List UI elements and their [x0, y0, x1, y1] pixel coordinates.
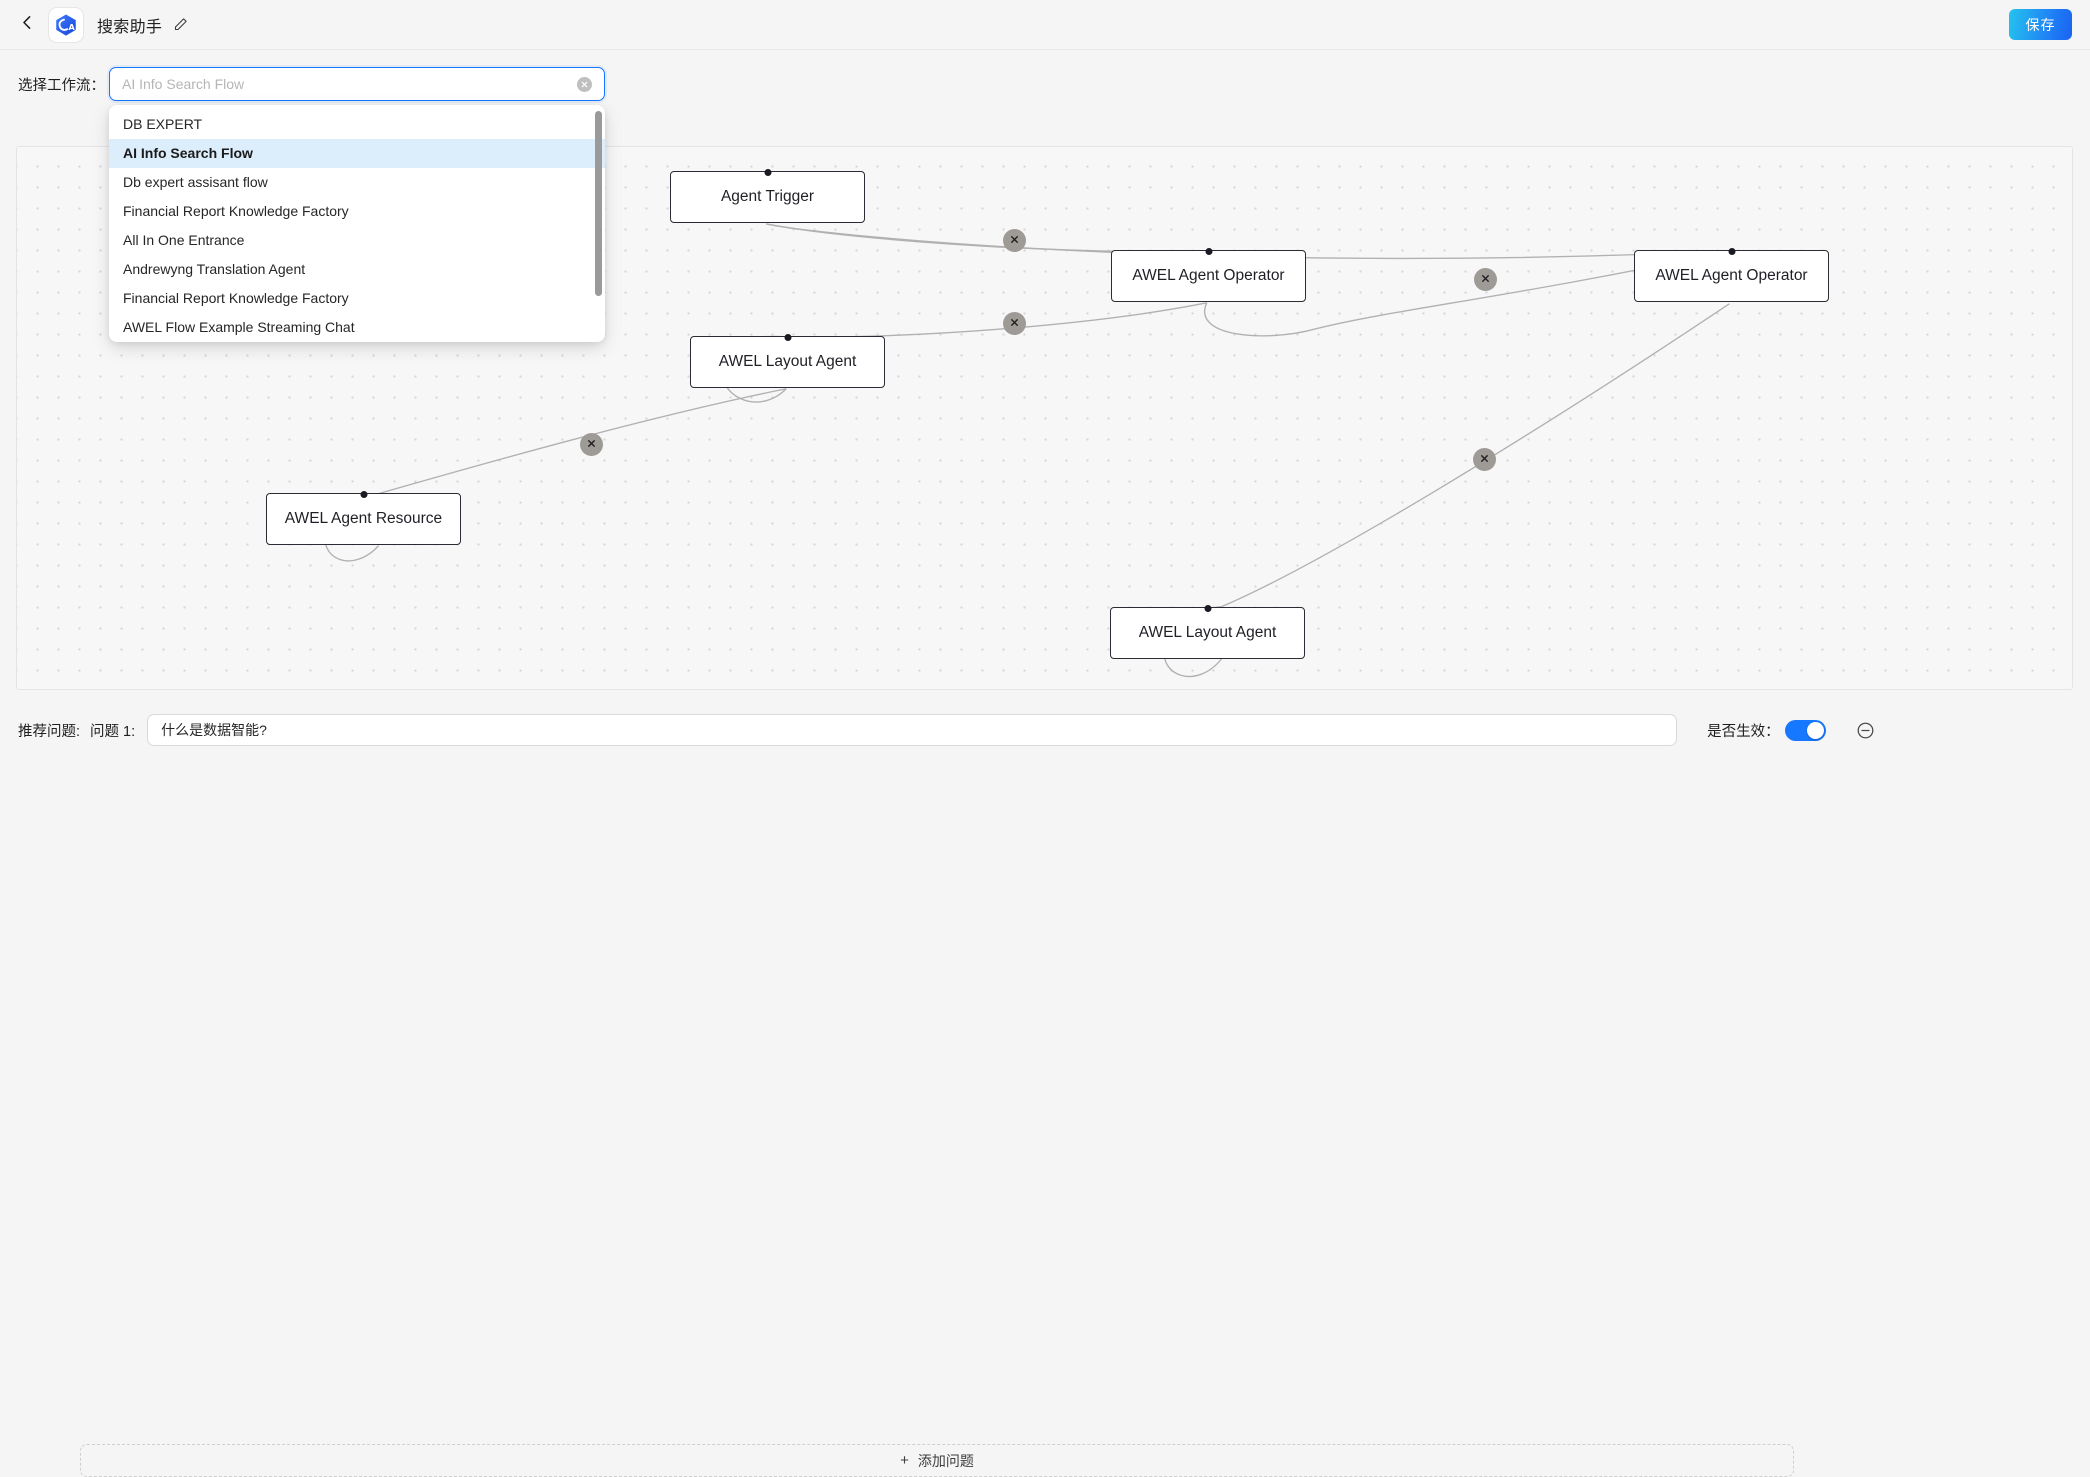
node-port-top[interactable] [1728, 247, 1735, 255]
add-question-button[interactable]: + 添加问题 [80, 1444, 1794, 1477]
workflow-dropdown-menu[interactable]: DB EXPERT AI Info Search Flow Db expert … [109, 105, 605, 342]
workflow-select-wrapper: AI Info Search Flow DB EXPERT AI Info Se… [109, 67, 605, 342]
question-row: 推荐问题: 问题 1: 什么是数据智能? 是否生效： [0, 714, 2090, 746]
workflow-select-placeholder: AI Info Search Flow [122, 76, 245, 92]
effective-label: 是否生效： [1707, 723, 1780, 740]
flow-node[interactable]: AWEL Agent Operator [1634, 247, 1829, 302]
edge-remove-button[interactable] [1003, 312, 1026, 335]
node-port-top[interactable] [360, 490, 367, 498]
dropdown-option-2[interactable]: Db expert assisant flow [123, 174, 268, 190]
flow-node[interactable]: Agent Trigger [670, 168, 865, 223]
edge-remove-button[interactable] [1473, 448, 1496, 471]
flow-node[interactable]: AWEL Agent Resource [266, 490, 461, 545]
dropdown-option-7[interactable]: AWEL Flow Example Streaming Chat [123, 319, 355, 335]
recommended-questions-label: 推荐问题: [18, 723, 81, 740]
dropdown-option-4[interactable]: All In One Entrance [123, 232, 245, 248]
edge-remove-x-icon [1479, 451, 1490, 469]
app-header: A 搜索助手 保存 [0, 0, 2090, 50]
dropdown-scrollbar[interactable] [595, 111, 602, 296]
edge-remove-button[interactable] [1474, 268, 1497, 291]
svg-text:A: A [68, 21, 75, 31]
flow-node[interactable]: AWEL Layout Agent [690, 333, 885, 388]
question-input[interactable]: 什么是数据智能? [147, 714, 1678, 746]
edge-remove-x-icon [1009, 315, 1020, 333]
flow-node-label: Agent Trigger [720, 188, 815, 205]
edge-remove-x-icon [1009, 232, 1020, 250]
edge-remove-x-icon [1480, 271, 1491, 289]
dropdown-option-3[interactable]: Financial Report Knowledge Factory [123, 203, 349, 219]
node-port-top[interactable] [1204, 604, 1211, 612]
flow-node-label: AWEL Agent Operator [1655, 267, 1808, 284]
dropdown-option-5[interactable]: Andrewyng Translation Agent [123, 261, 306, 277]
node-port-top[interactable] [1205, 247, 1212, 255]
workflow-select-input[interactable]: AI Info Search Flow [109, 67, 605, 101]
flow-node-label: AWEL Layout Agent [1138, 624, 1277, 641]
edge-remove-button[interactable] [1003, 229, 1026, 252]
minus-circle-icon[interactable] [1856, 721, 1875, 740]
flow-node[interactable]: AWEL Agent Operator [1111, 247, 1306, 302]
clear-circle-icon[interactable] [577, 76, 592, 92]
flow-node-label: AWEL Agent Operator [1132, 267, 1285, 284]
edge-remove-x-icon [586, 436, 597, 454]
plus-icon: + [900, 1452, 909, 1469]
recommended-questions-panel: 推荐问题: 问题 1: 什么是数据智能? 是否生效： + 添加问题 [0, 690, 2090, 1477]
flow-node-label: AWEL Agent Resource [284, 510, 443, 527]
save-button[interactable]: 保存 [2009, 9, 2072, 40]
question-index-label: 问题 1: [90, 723, 136, 740]
page-title: 搜索助手 [97, 18, 163, 36]
node-port-top[interactable] [764, 168, 771, 176]
pencil-edit-icon[interactable] [171, 16, 189, 34]
toggle-knob [1806, 721, 1824, 739]
flow-node-label: AWEL Layout Agent [718, 353, 857, 370]
workflow-select-row: 选择工作流： AI Info Search Flow DB EXPERT AI … [0, 50, 2090, 342]
dropdown-option-0[interactable]: DB EXPERT [123, 116, 203, 132]
edge-remove-button[interactable] [580, 433, 603, 456]
chevron-left-icon [19, 14, 36, 36]
app-logo-icon: A [48, 6, 84, 43]
effective-toggle[interactable] [1784, 719, 1826, 741]
flow-node[interactable]: AWEL Layout Agent [1110, 604, 1305, 659]
node-port-top[interactable] [784, 333, 791, 341]
workflow-select-label: 选择工作流： [18, 77, 105, 94]
back-button[interactable] [10, 8, 44, 42]
dropdown-option-1[interactable]: AI Info Search Flow [109, 139, 605, 168]
dropdown-option-6[interactable]: Financial Report Knowledge Factory [123, 290, 349, 306]
add-question-label: 添加问题 [917, 1452, 974, 1469]
